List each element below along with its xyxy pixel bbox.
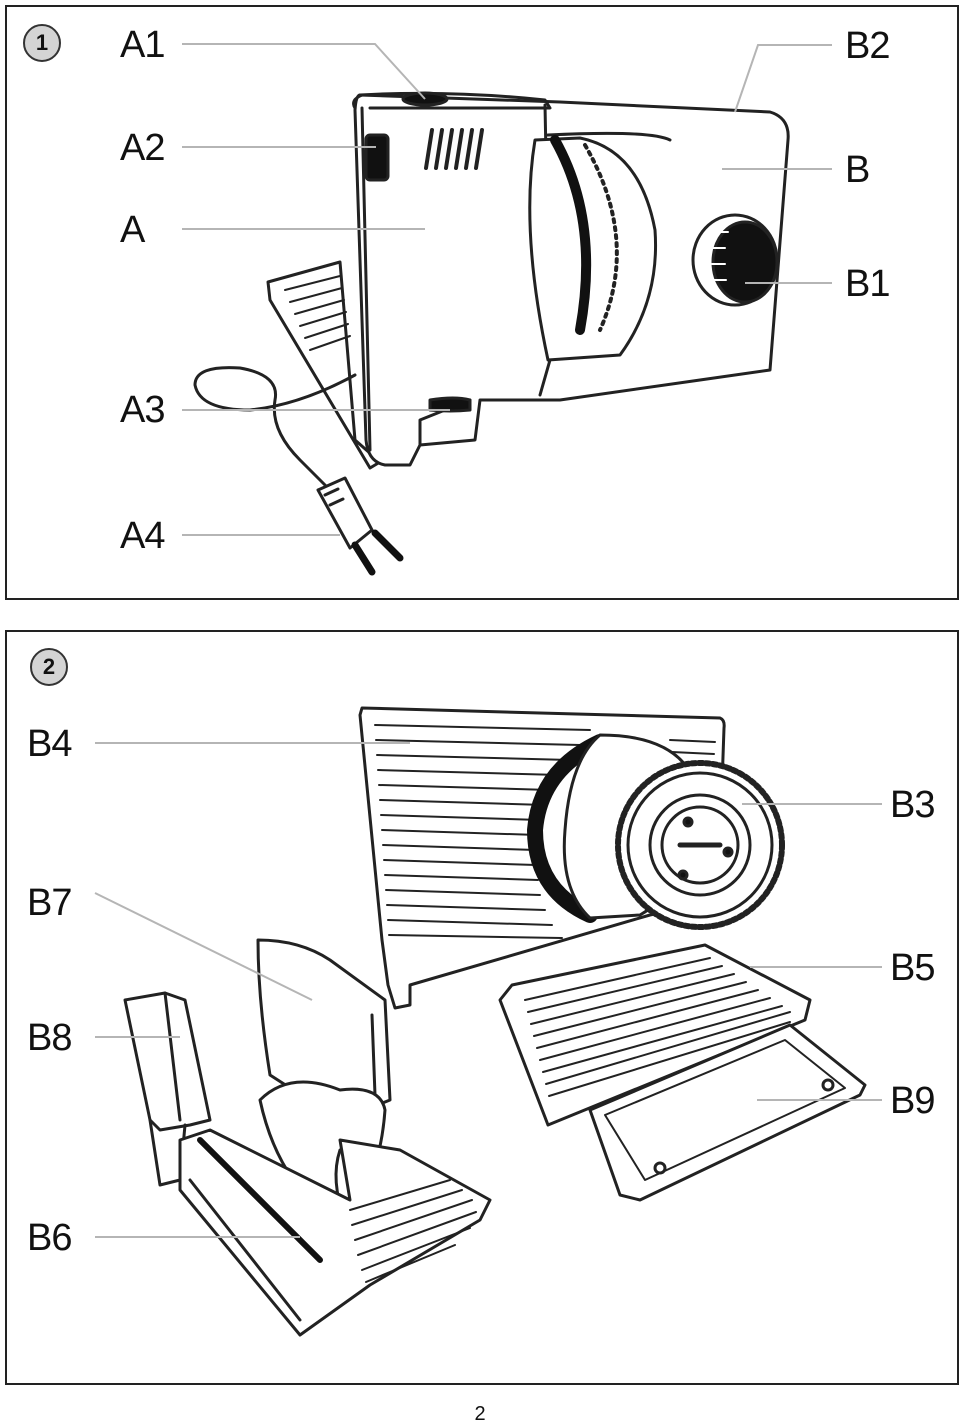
label-B8: B8 [27, 1017, 72, 1059]
label-B3: B3 [890, 784, 935, 826]
label-B6: B6 [27, 1217, 72, 1259]
label-A1: A1 [120, 24, 165, 66]
slicer-assembled-drawing [182, 43, 832, 576]
label-A4: A4 [120, 515, 165, 557]
label-A3: A3 [120, 389, 165, 431]
label-B7: B7 [27, 882, 72, 924]
figure-1-badge: 1 [23, 24, 61, 62]
label-B4: B4 [27, 723, 72, 765]
page-number: 2 [474, 1403, 486, 1425]
label-B2: B2 [845, 25, 890, 67]
label-B5: B5 [890, 947, 935, 989]
label-B: B [845, 149, 870, 191]
label-B9: B9 [890, 1080, 935, 1122]
label-B1: B1 [845, 263, 890, 305]
figure-2-badge: 2 [30, 648, 68, 686]
label-A: A [120, 209, 145, 251]
label-A2: A2 [120, 127, 165, 169]
